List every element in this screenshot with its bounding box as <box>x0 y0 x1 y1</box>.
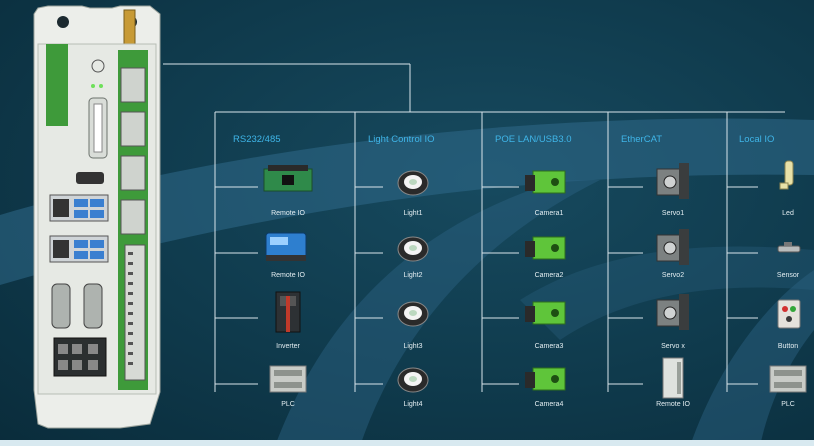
camera-icon <box>525 170 566 194</box>
camera-icon <box>525 367 566 391</box>
inverter-icon <box>275 291 301 333</box>
device-label: Camera2 <box>534 272 564 279</box>
device-label: Led <box>782 210 794 217</box>
device-label: Inverter <box>276 343 300 350</box>
device-label: PLC <box>281 401 295 408</box>
sensor-icon <box>777 242 801 253</box>
device-label: Camera4 <box>534 401 564 408</box>
remote-io-board-icon <box>263 165 313 192</box>
button-box-icon <box>777 299 801 329</box>
ring-light-icon <box>397 367 429 393</box>
ring-light-icon <box>397 170 429 196</box>
device-label: Button <box>777 343 799 350</box>
device-label: Light1 <box>403 210 423 217</box>
device-label: Light3 <box>403 343 423 350</box>
plc-icon <box>269 365 307 393</box>
device-label: Camera3 <box>534 343 564 350</box>
column-header-2: POE LAN/USB3.0 <box>495 134 572 145</box>
servo-motor-icon <box>656 229 689 265</box>
column-header-1: Light Control IO <box>368 134 435 145</box>
device-label: Remote IO <box>271 210 305 217</box>
device-label: Camera1 <box>534 210 564 217</box>
servo-motor-icon <box>656 294 689 330</box>
remote-io-cabinet-icon <box>662 357 684 399</box>
device-label: Servo1 <box>661 210 685 217</box>
remote-io-module-icon <box>265 232 307 261</box>
plc-icon <box>769 365 807 393</box>
device-label: PLC <box>781 401 795 408</box>
ring-light-icon <box>397 236 429 262</box>
led-icon <box>779 160 794 190</box>
device-label: Sensor <box>776 272 800 279</box>
camera-icon <box>525 236 566 260</box>
device-label: Remote IO <box>271 272 305 279</box>
column-header-3: EtherCAT <box>621 134 663 145</box>
device-label: Remote IO <box>656 401 690 408</box>
device-label: Servo2 <box>661 272 685 279</box>
device-label: Light4 <box>403 401 423 408</box>
column-header-0: RS232/485 <box>233 134 281 145</box>
ring-light-icon <box>397 301 429 327</box>
device-label: Light2 <box>403 272 423 279</box>
column-header-4: Local IO <box>739 134 775 145</box>
servo-motor-icon <box>656 163 689 199</box>
camera-icon <box>525 301 566 325</box>
device-label: Servo x <box>661 343 685 350</box>
